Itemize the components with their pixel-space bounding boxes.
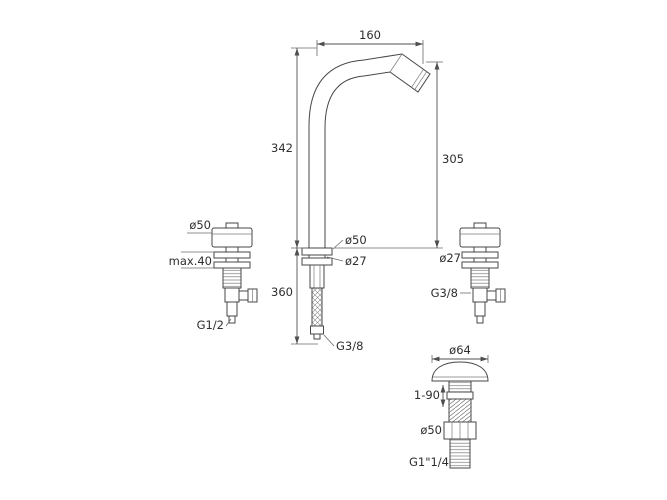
drain-neck [448,380,472,393]
right-valve-outlet-neck [486,290,497,301]
faucet-assembly [301,53,431,340]
hose-length-label: 360 [271,285,293,299]
drain-adjustment-label: 1-90 [414,388,440,402]
left-valve-stem [225,246,239,253]
right-valve-handle [459,227,501,248]
spout-reach-label: 160 [359,28,381,42]
label-handle-diameter: ø50 [187,218,212,234]
drain-nut-facet-lines [451,422,469,439]
left-valve-tail-tip [228,315,236,324]
drain-cap-diameter-label: ø64 [449,343,471,357]
left-valve-handle-nub [225,222,239,229]
left-valve-tail [226,301,238,317]
faucet-escutcheon-lower [301,257,333,266]
right-valve-tail-tip [476,315,484,324]
right-valve-assembly [459,222,506,324]
faucet-head-joint-line [389,53,403,73]
dim-spout-reach: 160 [316,28,424,64]
shank-diameter-label: ø27 [345,254,367,268]
label-base-diameter: ø50 [332,233,367,250]
drain-ring [446,391,474,400]
drain-assembly: ø64 1-90 ø50 G1"1/4 [409,343,489,469]
right-handle-thread-label: G3/8 [431,286,458,300]
drain-tailpiece [449,438,471,469]
right-valve-escutcheon-upper [461,251,499,259]
right-valve-body-lower [472,287,488,303]
label-hose-thread: G3/8 [323,334,363,353]
label-handle-thread: G1/2 [197,318,232,332]
faucet-aerator-lines [411,69,427,90]
left-valve-body-thread [222,267,242,289]
handle-diameter-label: ø50 [189,218,211,232]
drain-cap-dome [431,361,489,382]
dim-hose-length: 360 [271,248,318,345]
faucet-shank-lines [313,265,321,288]
dim-drain-cap-diameter: ø64 [431,343,489,363]
dim-outlet-height: 305 [334,61,464,249]
right-valve-stem [473,246,487,253]
right-valve-escutcheon-lower [461,261,499,269]
base-diameter-label: ø50 [345,233,367,247]
left-valve-handle [211,227,253,248]
left-valve-escutcheon-lower [213,261,251,269]
right-valve-tail [474,301,486,317]
faucet-spout-outline [308,53,431,249]
faucet-hose [311,287,323,327]
label-right-handle-thread: G3/8 [431,286,471,300]
drain-body-diameter-label: ø50 [420,423,442,437]
drain-thread-mid [448,398,472,423]
faucet-escutcheon-upper [301,247,333,256]
dim-max-deck-thickness: max.40 [169,251,214,269]
right-valve-body-thread [470,267,490,289]
faucet-shank [309,264,325,289]
right-handle-diameter-label: ø27 [439,251,461,265]
drain-thread-label: G1"1/4 [409,455,449,469]
left-valve-outlet-neck [238,290,249,301]
faucet-hose-tip [313,333,321,340]
dim-total-height: 342 [271,47,317,249]
faucet-hose-nut [310,325,324,335]
left-valve-assembly [211,222,258,324]
label-drain-thread: G1"1/4 [409,455,451,469]
outlet-height-label: 305 [442,152,464,166]
left-valve-stem-gap [225,257,239,263]
right-valve-stem-gap [473,257,487,263]
max-deck-thickness-label: max.40 [169,254,212,268]
dim-drain-adjustment: 1-90 [414,385,446,407]
right-valve-handle-nub [473,222,487,229]
left-valve-escutcheon-upper [213,251,251,259]
label-shank-diameter: ø27 [326,254,367,268]
total-height-label: 342 [271,141,293,155]
hose-thread-label: G3/8 [336,339,363,353]
handle-thread-label: G1/2 [197,318,224,332]
label-drain-body-diameter: ø50 [420,423,442,437]
left-valve-body-lower [224,287,240,303]
label-right-handle-diameter: ø27 [439,251,461,265]
